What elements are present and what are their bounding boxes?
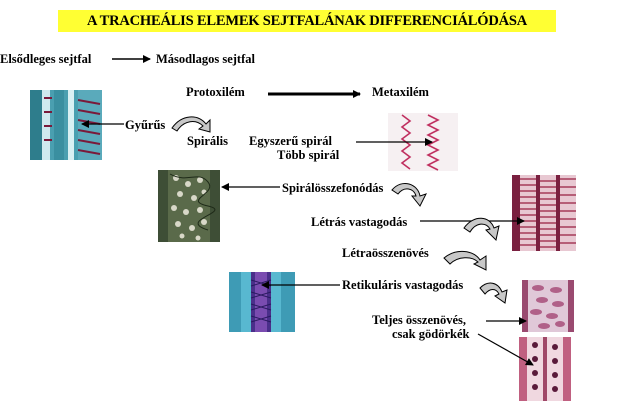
primary-wall-label: Elsődleges sejtfal bbox=[0, 52, 92, 66]
spiral-label: Spirális bbox=[187, 134, 228, 148]
metaxylem-label: Metaxilém bbox=[372, 85, 429, 99]
ladder-fusion-photo bbox=[522, 280, 574, 332]
ring-label: Gyűrűs bbox=[125, 118, 166, 132]
secondary-wall-label: Másodlagos sejtfal bbox=[156, 52, 255, 66]
multi-spiral-label: Több spirál bbox=[277, 148, 340, 162]
ladder-fusion-label: Létraösszenövés bbox=[342, 246, 429, 260]
reticular-thickening-label: Retikuláris vastagodás bbox=[342, 278, 464, 292]
pitted-pointer-line bbox=[477, 333, 534, 366]
protoxylem-label: Protoxilém bbox=[186, 85, 245, 99]
simple-spiral-label: Egyszerű spirál bbox=[249, 134, 332, 148]
curved-arrow-ladder-fusion bbox=[443, 251, 487, 271]
page-title: A TRACHEÁLIS ELEMEK SEJTFALÁNAK DIFFEREN… bbox=[58, 10, 556, 32]
curved-arrow-reticular bbox=[479, 282, 508, 304]
ladder-thickening-label: Létrás vastagodás bbox=[311, 215, 408, 229]
ring-spiral-xylem-photo bbox=[30, 90, 102, 160]
full-fusion-label-line1: Teljes összenövés, bbox=[372, 313, 466, 327]
spiral-interweaving-photo bbox=[158, 170, 220, 242]
curved-arrow-ladder-thickening bbox=[463, 217, 500, 242]
curved-arrow-ring-to-spiral bbox=[171, 116, 211, 133]
curved-arrow-spiral-interweaving bbox=[391, 182, 427, 207]
pitted-element-photo bbox=[519, 337, 571, 401]
ladder-thickening-photo bbox=[512, 175, 576, 251]
spiral-interweaving-label: Spirálösszefonódás bbox=[282, 181, 384, 195]
full-fusion-label-line2: csak gödörkék bbox=[392, 327, 470, 341]
